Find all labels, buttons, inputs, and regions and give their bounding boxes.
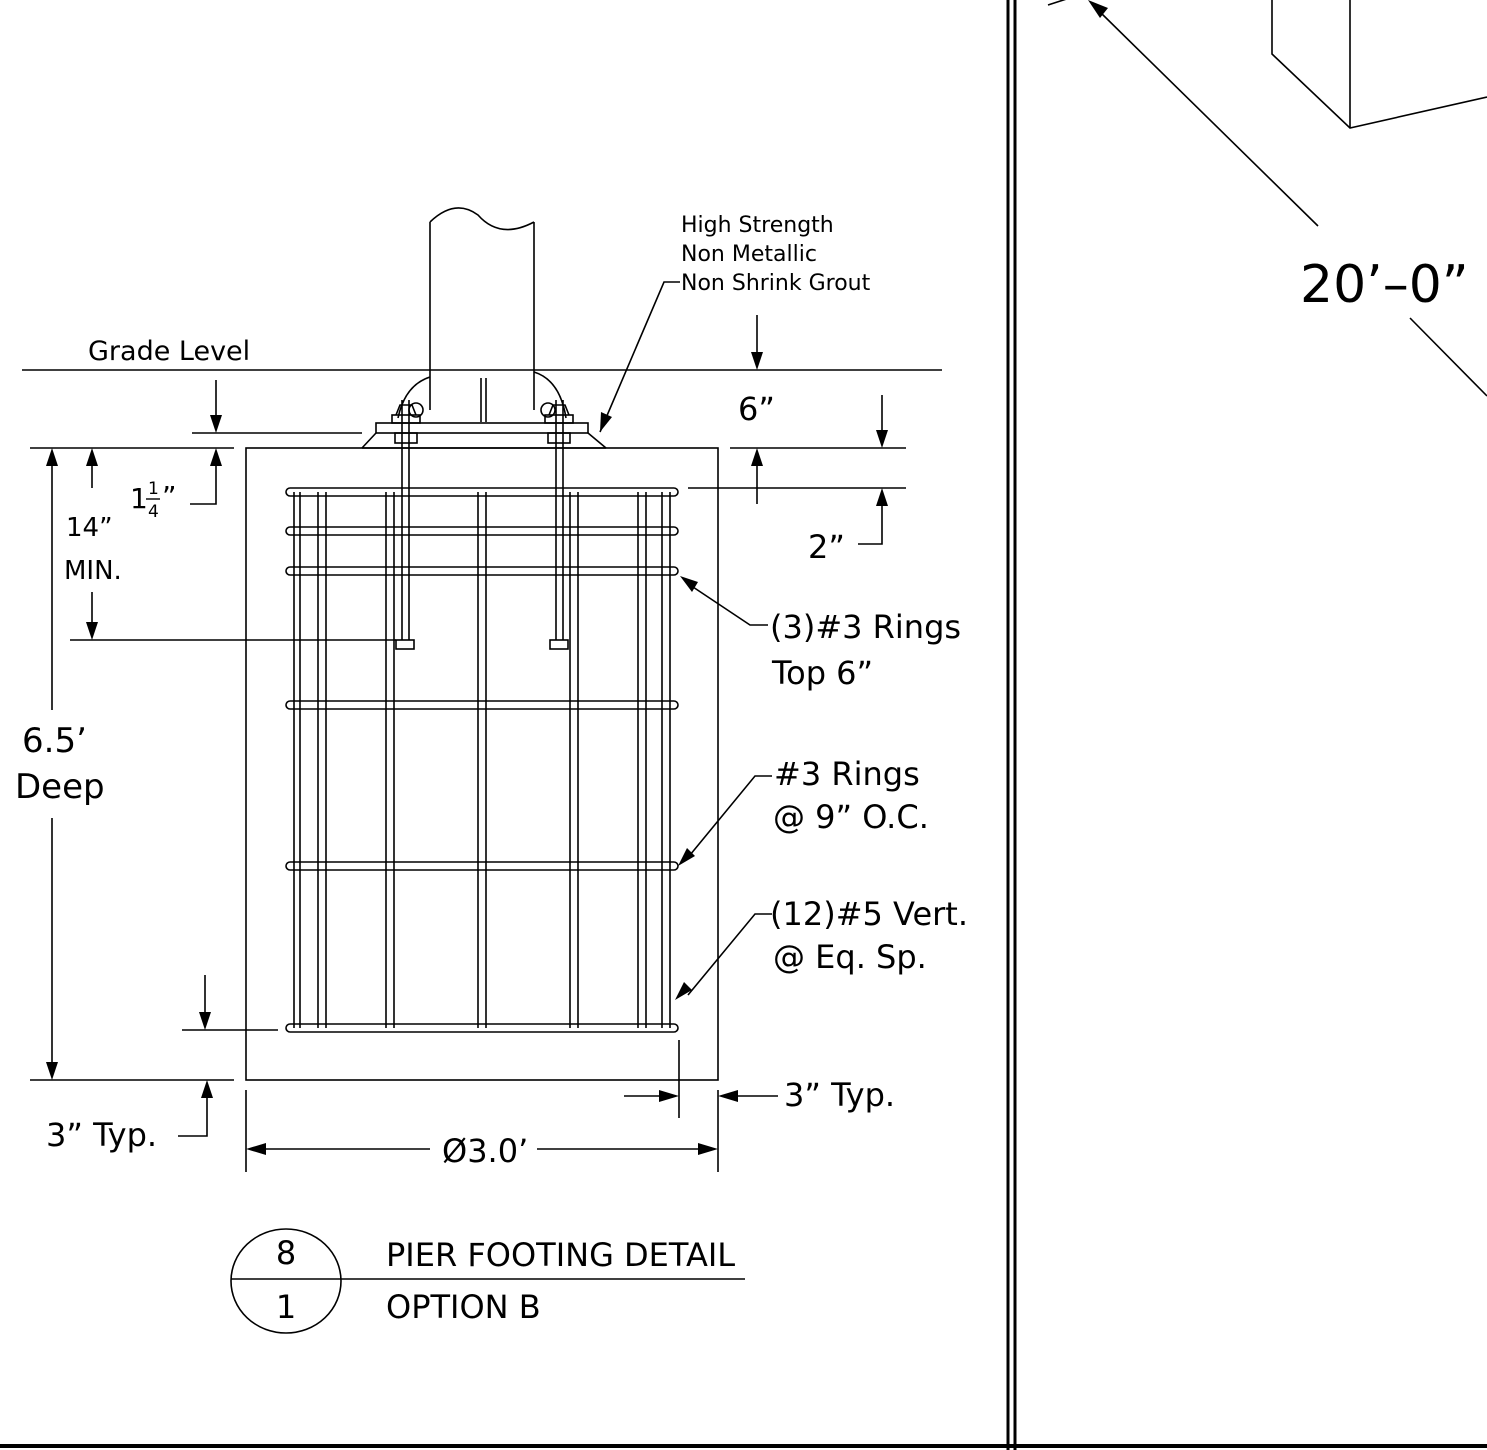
arrowheads	[46, 0, 1108, 1155]
detail-title: PIER FOOTING DETAIL	[386, 1236, 735, 1274]
top-cover-label: 6”	[738, 390, 775, 428]
detail-subtitle: OPTION B	[386, 1288, 541, 1326]
rings-oc-line1: #3 Rings	[774, 755, 920, 793]
depth-label-value: 6.5’	[22, 721, 87, 761]
rings-oc-line2: @ 9” O.C.	[773, 798, 929, 836]
detail-number: 8	[276, 1234, 296, 1272]
depth-label-deep: Deep	[15, 767, 105, 807]
grout-thickness-num: 1	[148, 479, 159, 499]
diameter-label: Ø3.0’	[442, 1132, 528, 1170]
vertical-bars	[293, 492, 671, 1028]
rings-top-line2: Top 6”	[771, 654, 873, 692]
vertical-bars-line1: (12)#5 Vert.	[770, 895, 968, 933]
rings-top-line1: (3)#3 Rings	[770, 608, 961, 646]
labels: High Strength Non Metallic Non Shrink Gr…	[15, 213, 1469, 1326]
bottom-cover-label: 3” Typ.	[46, 1116, 157, 1154]
grout-note-line2: Non Metallic	[681, 242, 817, 267]
steel-post	[429, 207, 535, 410]
embed-depth-label: 14”	[66, 513, 113, 543]
base-plate	[375, 422, 589, 434]
vertical-bars-line2: @ Eq. Sp.	[773, 938, 927, 976]
grout-thickness-whole: 1	[130, 482, 148, 515]
side-cover-label: 3” Typ.	[784, 1076, 895, 1114]
ring-cover-label: 2”	[808, 528, 845, 566]
embed-min-label: MIN.	[64, 556, 122, 586]
right-panel-fragment	[1271, 0, 1487, 129]
grout-note-line3: Non Shrink Grout	[681, 271, 871, 296]
grade-level-label: Grade Level	[88, 336, 250, 367]
pier-footing	[22, 207, 942, 1081]
grout-thickness-unit: ”	[162, 480, 177, 513]
grout-note-line1: High Strength	[681, 213, 834, 238]
dimensions	[30, 0, 1487, 1172]
detail-sheet-number: 1	[276, 1288, 296, 1326]
span-dimension-label: 20’–0”	[1300, 255, 1469, 315]
anchor-bolts	[395, 400, 569, 650]
rebar-cage	[285, 487, 679, 1033]
detail-title-block	[230, 1228, 745, 1334]
grout-thickness-den: 4	[148, 502, 159, 522]
